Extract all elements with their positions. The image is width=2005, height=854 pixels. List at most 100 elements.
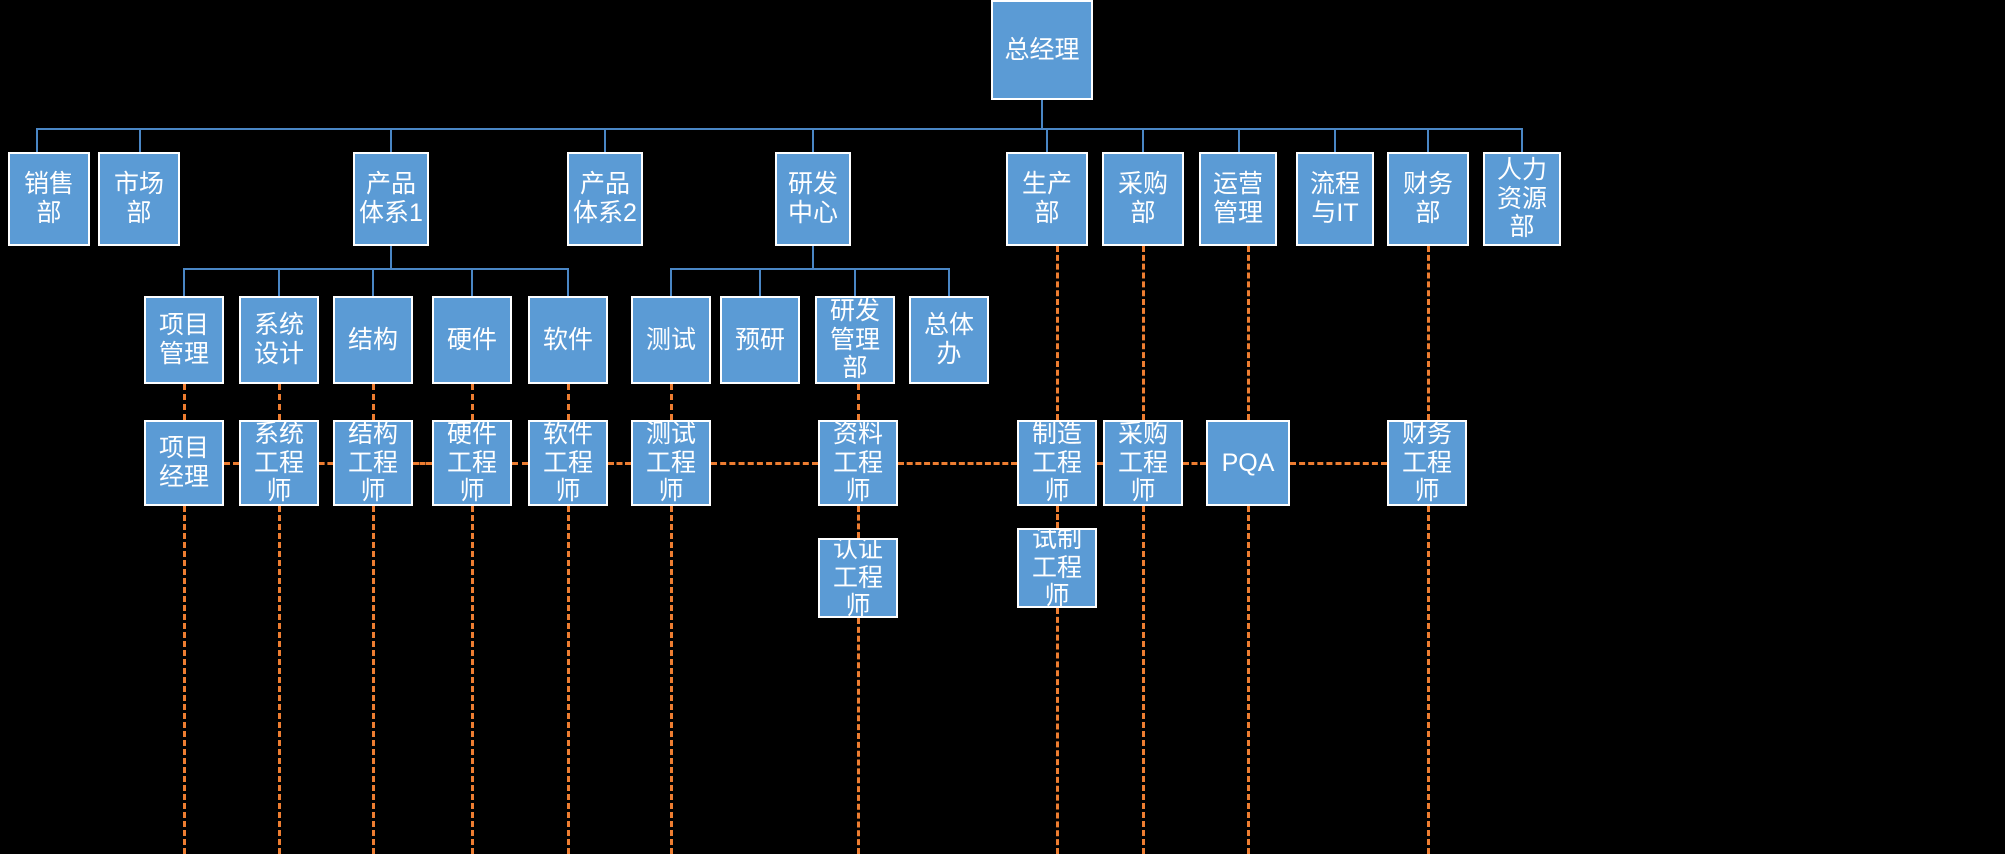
- node-sales-department[interactable]: 销售部: [8, 152, 90, 246]
- node-general-office[interactable]: 总体办: [909, 296, 989, 384]
- link-drop-rnd-mgmt: [854, 268, 856, 296]
- node-root-general-manager[interactable]: 总经理: [991, 0, 1093, 100]
- node-human-resources-department[interactable]: 人力资源部: [1483, 152, 1561, 246]
- link-rnd-bus: [670, 268, 950, 270]
- node-label: 生产部: [1021, 170, 1072, 227]
- node-label: 产品体系1: [359, 170, 423, 227]
- dash-doc-eng-to-cert-eng: [857, 506, 860, 538]
- node-purchasing-department[interactable]: 采购部: [1102, 152, 1184, 246]
- node-label: 销售部: [23, 170, 74, 227]
- dash-trial-eng-tail: [1056, 608, 1059, 854]
- link-drop-rnd: [812, 128, 814, 152]
- node-rnd-management-department[interactable]: 研发管理部: [815, 296, 895, 384]
- dash-hw-eng-tail: [471, 506, 474, 854]
- link-drop-sales: [36, 128, 38, 152]
- node-label: PQA: [1221, 448, 1275, 477]
- node-label: 财务工程师: [1401, 420, 1452, 506]
- node-label: 人力资源部: [1496, 155, 1547, 242]
- link-drop-production: [1046, 128, 1048, 152]
- link-drop-purchase: [1142, 128, 1144, 152]
- node-finance-department[interactable]: 财务部: [1387, 152, 1469, 246]
- dash-cert-eng-tail: [857, 618, 860, 854]
- node-product-system-1[interactable]: 产品体系1: [353, 152, 429, 246]
- link-drop-process-it: [1334, 128, 1336, 152]
- node-product-system-2[interactable]: 产品体系2: [567, 152, 643, 246]
- node-documentation-engineer[interactable]: 资料工程师: [818, 420, 898, 506]
- node-pqa[interactable]: PQA: [1206, 420, 1290, 506]
- node-label: 市场部: [113, 170, 164, 227]
- node-label: 项目管理: [158, 311, 209, 368]
- link-drop-pm-dept: [183, 268, 185, 296]
- dash-pm-dept-to-pm: [183, 384, 186, 420]
- node-rnd-center[interactable]: 研发中心: [775, 152, 851, 246]
- node-label: 硬件工程师: [446, 420, 497, 506]
- node-hardware[interactable]: 硬件: [432, 296, 512, 384]
- dash-purchase-to-buy-eng: [1142, 246, 1145, 420]
- dash-chain-test-doc: [711, 462, 818, 465]
- dash-chain-struct-hw: [413, 462, 432, 465]
- dash-struct-eng-tail: [372, 506, 375, 854]
- node-test[interactable]: 测试: [631, 296, 711, 384]
- node-structure[interactable]: 结构: [333, 296, 413, 384]
- node-label: 系统设计: [253, 311, 304, 368]
- link-drop-general-off: [948, 268, 950, 296]
- node-label: 总体办: [923, 311, 974, 368]
- node-label: 采购部: [1117, 170, 1168, 227]
- node-production-department[interactable]: 生产部: [1006, 152, 1088, 246]
- node-label: 总经理: [1004, 35, 1080, 64]
- node-operations-management[interactable]: 运营管理: [1199, 152, 1277, 246]
- node-label: 结构: [347, 325, 398, 354]
- node-label: 软件: [542, 325, 593, 354]
- node-software-engineer[interactable]: 软件工程师: [528, 420, 608, 506]
- link-rnd-stem: [812, 246, 814, 268]
- node-label: 流程与IT: [1309, 170, 1360, 227]
- dash-chain-doc-mfg: [898, 462, 1017, 465]
- link-drop-test: [670, 268, 672, 296]
- dash-buy-eng-tail: [1142, 506, 1145, 854]
- link-product1-stem: [390, 246, 392, 268]
- node-hardware-engineer[interactable]: 硬件工程师: [432, 420, 512, 506]
- node-label: 试制工程师: [1031, 528, 1082, 608]
- node-project-management[interactable]: 项目管理: [144, 296, 224, 384]
- node-label: 预研: [734, 325, 785, 354]
- dash-pm-tail: [183, 506, 186, 854]
- node-process-and-it[interactable]: 流程与IT: [1296, 152, 1374, 246]
- link-drop-software: [567, 268, 569, 296]
- dash-rnd-mgmt-to-doc-eng: [857, 384, 860, 420]
- node-label: 制造工程师: [1031, 420, 1082, 506]
- dash-sw-eng-tail: [567, 506, 570, 854]
- link-drop-hr: [1521, 128, 1523, 152]
- node-system-engineer[interactable]: 系统工程师: [239, 420, 319, 506]
- node-certification-engineer[interactable]: 认证工程师: [818, 538, 898, 618]
- dash-pqa-tail: [1247, 506, 1250, 854]
- link-drop-market: [139, 128, 141, 152]
- node-marketing-department[interactable]: 市场部: [98, 152, 180, 246]
- node-trial-production-engineer[interactable]: 试制工程师: [1017, 528, 1097, 608]
- link-drop-product1: [390, 128, 392, 152]
- dash-chain-sw-test: [608, 462, 631, 465]
- node-pre-research[interactable]: 预研: [720, 296, 800, 384]
- node-project-manager[interactable]: 项目经理: [144, 420, 224, 506]
- node-structure-engineer[interactable]: 结构工程师: [333, 420, 413, 506]
- dash-software-to-sw-eng: [567, 384, 570, 420]
- dash-sys-design-to-sys-eng: [278, 384, 281, 420]
- dash-fin-eng-tail: [1427, 506, 1430, 854]
- node-label: 项目经理: [158, 434, 209, 491]
- node-label: 测试工程师: [645, 420, 696, 506]
- link-drop-operation: [1238, 128, 1240, 152]
- node-purchasing-engineer[interactable]: 采购工程师: [1103, 420, 1183, 506]
- dash-test-to-test-eng: [670, 384, 673, 420]
- dash-hardware-to-hw-eng: [471, 384, 474, 420]
- link-drop-preresearch: [759, 268, 761, 296]
- node-label: 结构工程师: [347, 420, 398, 506]
- dash-structure-to-struct-eng: [372, 384, 375, 420]
- dash-chain-buy-pqa: [1183, 462, 1206, 465]
- node-software[interactable]: 软件: [528, 296, 608, 384]
- node-label: 认证工程师: [832, 538, 883, 618]
- node-manufacturing-engineer[interactable]: 制造工程师: [1017, 420, 1097, 506]
- dash-chain-mfg-buy: [1097, 462, 1103, 465]
- node-system-design[interactable]: 系统设计: [239, 296, 319, 384]
- node-finance-engineer[interactable]: 财务工程师: [1387, 420, 1467, 506]
- node-test-engineer[interactable]: 测试工程师: [631, 420, 711, 506]
- dash-finance-to-fin-eng: [1427, 246, 1430, 420]
